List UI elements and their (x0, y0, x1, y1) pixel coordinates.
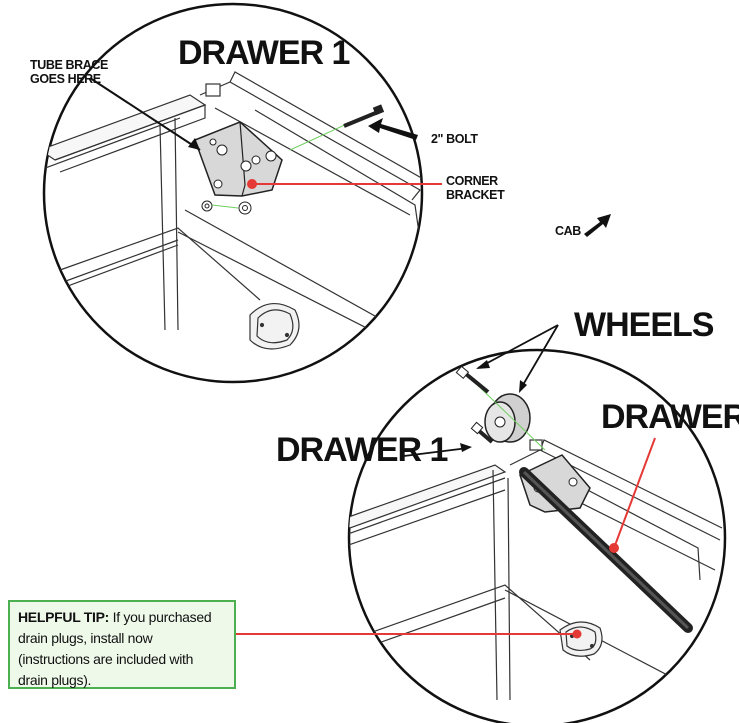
drawer1-top-label: DRAWER 1 (178, 34, 350, 72)
corner-bracket-label-line2: BRACKET (446, 188, 505, 202)
tube-brace-label-line1: TUBE BRACE (30, 58, 108, 72)
arrow-icon (368, 118, 418, 140)
cab-label: CAB (555, 224, 581, 238)
nut-icon (470, 421, 494, 444)
wheels-pointer (477, 324, 559, 391)
bolt-label: 2" BOLT (431, 132, 478, 146)
corner-bracket-label-line1: CORNER (446, 174, 498, 188)
bolt-icon (343, 104, 385, 128)
nut-icon (201, 200, 252, 215)
tip-heading: HELPFUL TIP: (18, 609, 110, 625)
arrow-icon (584, 214, 611, 237)
bottom-detail-circle (347, 348, 727, 723)
drawer1-bottom-label: DRAWER 1 (276, 431, 448, 469)
drawer3-label: DRAWER 3 (601, 398, 739, 436)
wheel-icon (484, 393, 531, 443)
tube-brace-label-line2: GOES HERE (30, 72, 101, 86)
helpful-tip-box: HELPFUL TIP: If you purchased drain plug… (8, 600, 236, 689)
corner-bracket (194, 121, 283, 197)
tip-text: If you purchased drain plugs, install no… (18, 609, 212, 688)
tube-brace (519, 467, 693, 633)
bolt-icon (455, 365, 490, 394)
wheels-label: WHEELS (574, 306, 714, 344)
